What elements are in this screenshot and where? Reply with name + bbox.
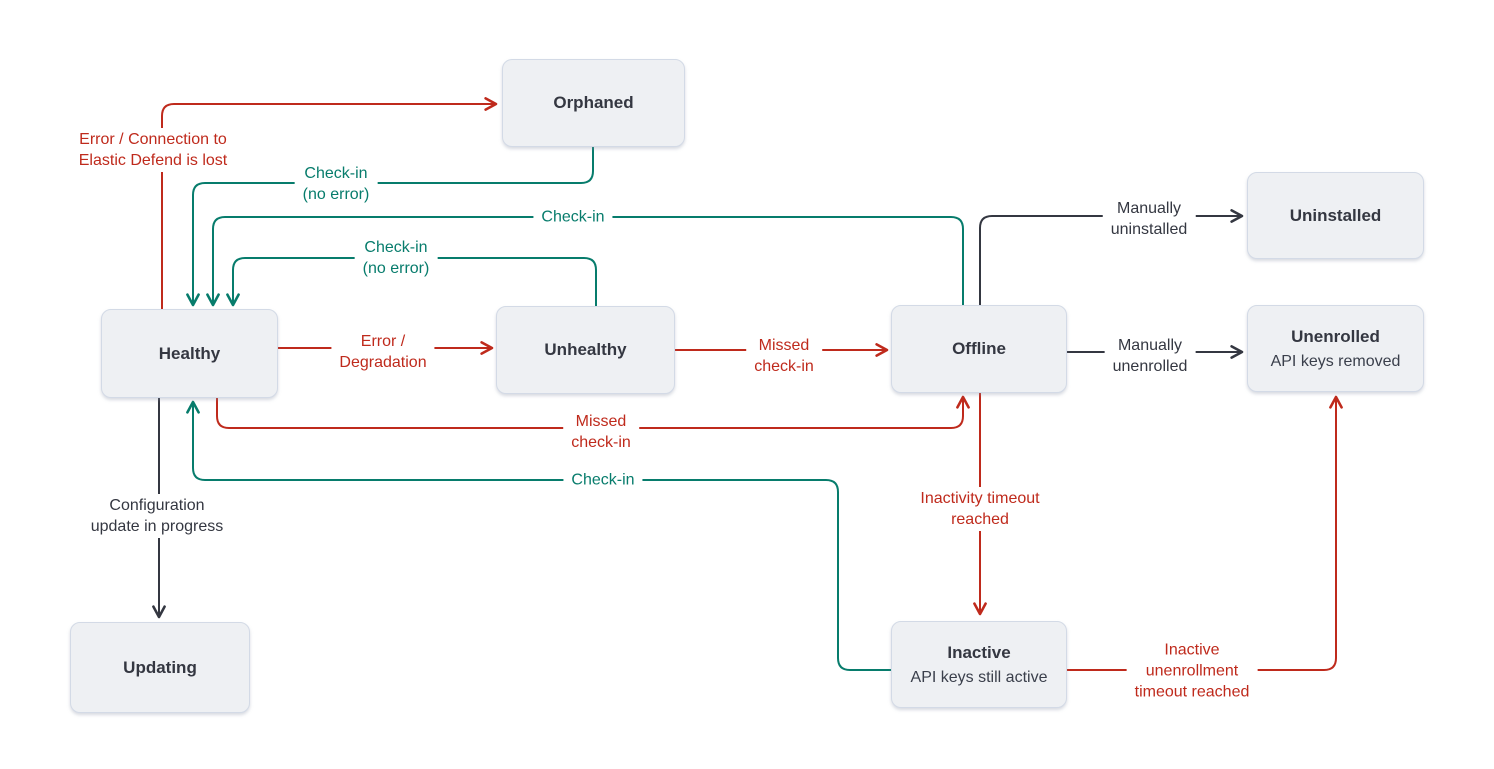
node-offline: Offline xyxy=(891,305,1067,393)
node-unenrolled-label: Unenrolled xyxy=(1291,326,1380,346)
edge-label-checkin-no-error-unhealthy: Check-in (no error) xyxy=(354,236,438,280)
edge-label-inactive-unenrollment-timeout: Inactive unenrollment timeout reached xyxy=(1126,638,1258,704)
edge-label-checkin-no-error-orphaned: Check-in (no error) xyxy=(294,162,378,206)
node-unenrolled-sublabel: API keys removed xyxy=(1270,352,1401,370)
edge-inactive-to-unenrolled xyxy=(1066,395,1343,671)
node-unenrolled: Unenrolled API keys removed xyxy=(1247,305,1424,392)
node-unhealthy-label: Unhealthy xyxy=(544,340,627,359)
edge-orphaned-to-healthy xyxy=(186,146,594,307)
edge-label-configuration-update: Configuration update in progress xyxy=(82,494,232,538)
node-healthy: Healthy xyxy=(101,309,278,398)
node-orphaned-label: Orphaned xyxy=(553,93,634,112)
node-orphaned: Orphaned xyxy=(502,59,685,147)
node-offline-label: Offline xyxy=(952,339,1006,358)
edge-label-manually-unenrolled: Manually unenrolled xyxy=(1104,334,1196,378)
edge-label-inactivity-timeout: Inactivity timeout reached xyxy=(912,487,1048,531)
node-inactive-sublabel: API keys still active xyxy=(910,668,1048,686)
edge-label-missed-checkin-to-offline: Missed check-in xyxy=(746,334,822,378)
edge-inactive-to-healthy xyxy=(186,400,892,671)
node-inactive: Inactive API keys still active xyxy=(891,621,1067,708)
node-uninstalled: Uninstalled xyxy=(1247,172,1424,259)
edge-offline-to-uninstalled xyxy=(979,209,1244,306)
node-updating-label: Updating xyxy=(123,657,197,677)
node-healthy-label: Healthy xyxy=(158,343,221,363)
node-inactive-label: Inactive xyxy=(947,642,1011,662)
edge-offline-to-healthy-top xyxy=(206,216,964,307)
node-uninstalled-label: Uninstalled xyxy=(1289,205,1382,225)
edge-label-checkin-inactive: Check-in xyxy=(563,468,643,492)
edge-label-manually-uninstalled: Manually uninstalled xyxy=(1102,197,1196,241)
edge-label-error-connection-lost: Error / Connection to Elastic Defend is … xyxy=(70,128,236,172)
node-updating: Updating xyxy=(70,622,250,713)
edge-label-error-degradation: Error / Degradation xyxy=(331,330,435,374)
edge-label-checkin-offline: Check-in xyxy=(533,205,613,229)
edge-healthy-to-orphaned xyxy=(161,97,498,310)
edge-label-missed-checkin-from-healthy: Missed check-in xyxy=(563,410,639,454)
node-unhealthy: Unhealthy xyxy=(496,306,675,394)
